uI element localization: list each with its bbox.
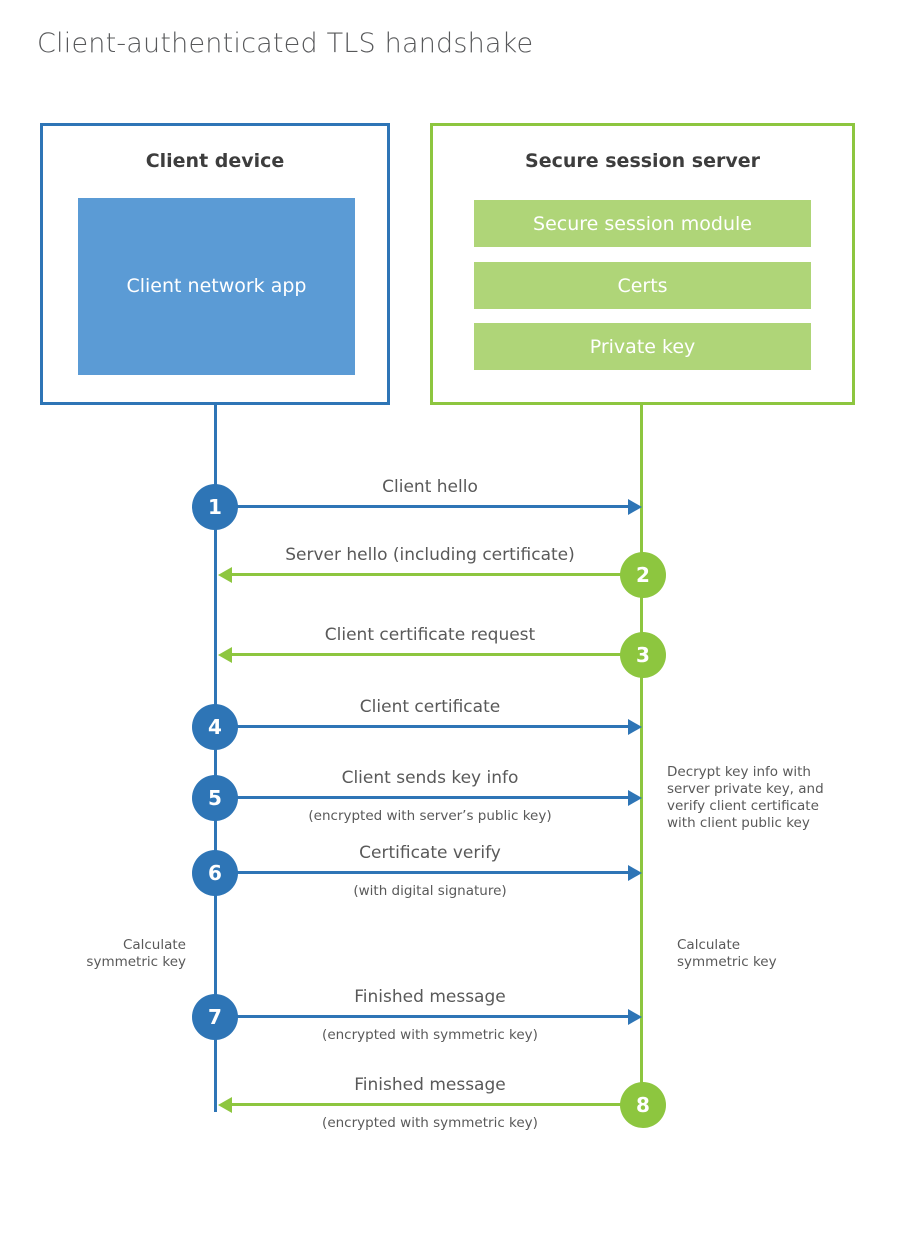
arrow-right-icon — [217, 789, 642, 806]
arrow-left-icon — [218, 646, 641, 663]
client-device-box: Client device Client network app — [40, 123, 390, 405]
client-calculate-key-note: Calculate symmetric key — [86, 937, 186, 970]
step-label: Finished message — [354, 987, 506, 1007]
step-number-badge: 1 — [192, 484, 238, 530]
arrow-right-icon — [217, 864, 642, 881]
server-calculate-key-note: Calculate symmetric key — [677, 937, 777, 970]
step-label: Client certificate request — [324, 625, 536, 645]
server-module-secure-session: Secure session module — [474, 200, 811, 247]
server-decrypt-note: Decrypt key info with server private key… — [667, 764, 824, 831]
client-device-title: Client device — [145, 150, 285, 172]
step-label: Client hello — [382, 477, 478, 497]
server-module-certs: Certs — [474, 262, 811, 309]
page-title: Client-authenticated TLS handshake — [37, 28, 534, 59]
server-module-private-key: Private key — [474, 323, 811, 370]
arrow-left-icon — [218, 1096, 641, 1113]
arrow-left-icon — [218, 566, 641, 583]
secure-session-server-box: Secure session server Secure session mod… — [430, 123, 855, 405]
step-label: Client sends key info — [341, 768, 519, 788]
step-number-badge: 5 — [192, 775, 238, 821]
step-label: Finished message — [354, 1075, 506, 1095]
step-number-badge: 7 — [192, 994, 238, 1040]
step-label: Client certificate — [359, 697, 501, 717]
step-number-badge: 8 — [620, 1082, 666, 1128]
step-sublabel: (with digital signature) — [353, 883, 507, 899]
client-lifeline — [214, 405, 217, 1112]
step-number-badge: 3 — [620, 632, 666, 678]
step-sublabel: (encrypted with server’s public key) — [308, 808, 552, 824]
step-label: Certificate verify — [359, 843, 501, 863]
client-network-app-box: Client network app — [78, 198, 355, 375]
server-lifeline — [640, 405, 643, 1105]
step-number-badge: 4 — [192, 704, 238, 750]
step-sublabel: (encrypted with symmetric key) — [322, 1027, 538, 1043]
secure-session-server-title: Secure session server — [525, 150, 760, 172]
arrow-right-icon — [217, 718, 642, 735]
arrow-right-icon — [217, 1008, 642, 1025]
arrow-right-icon — [217, 498, 642, 515]
step-number-badge: 2 — [620, 552, 666, 598]
step-sublabel: (encrypted with symmetric key) — [322, 1115, 538, 1131]
step-number-badge: 6 — [192, 850, 238, 896]
step-label: Server hello (including certificate) — [285, 545, 575, 565]
